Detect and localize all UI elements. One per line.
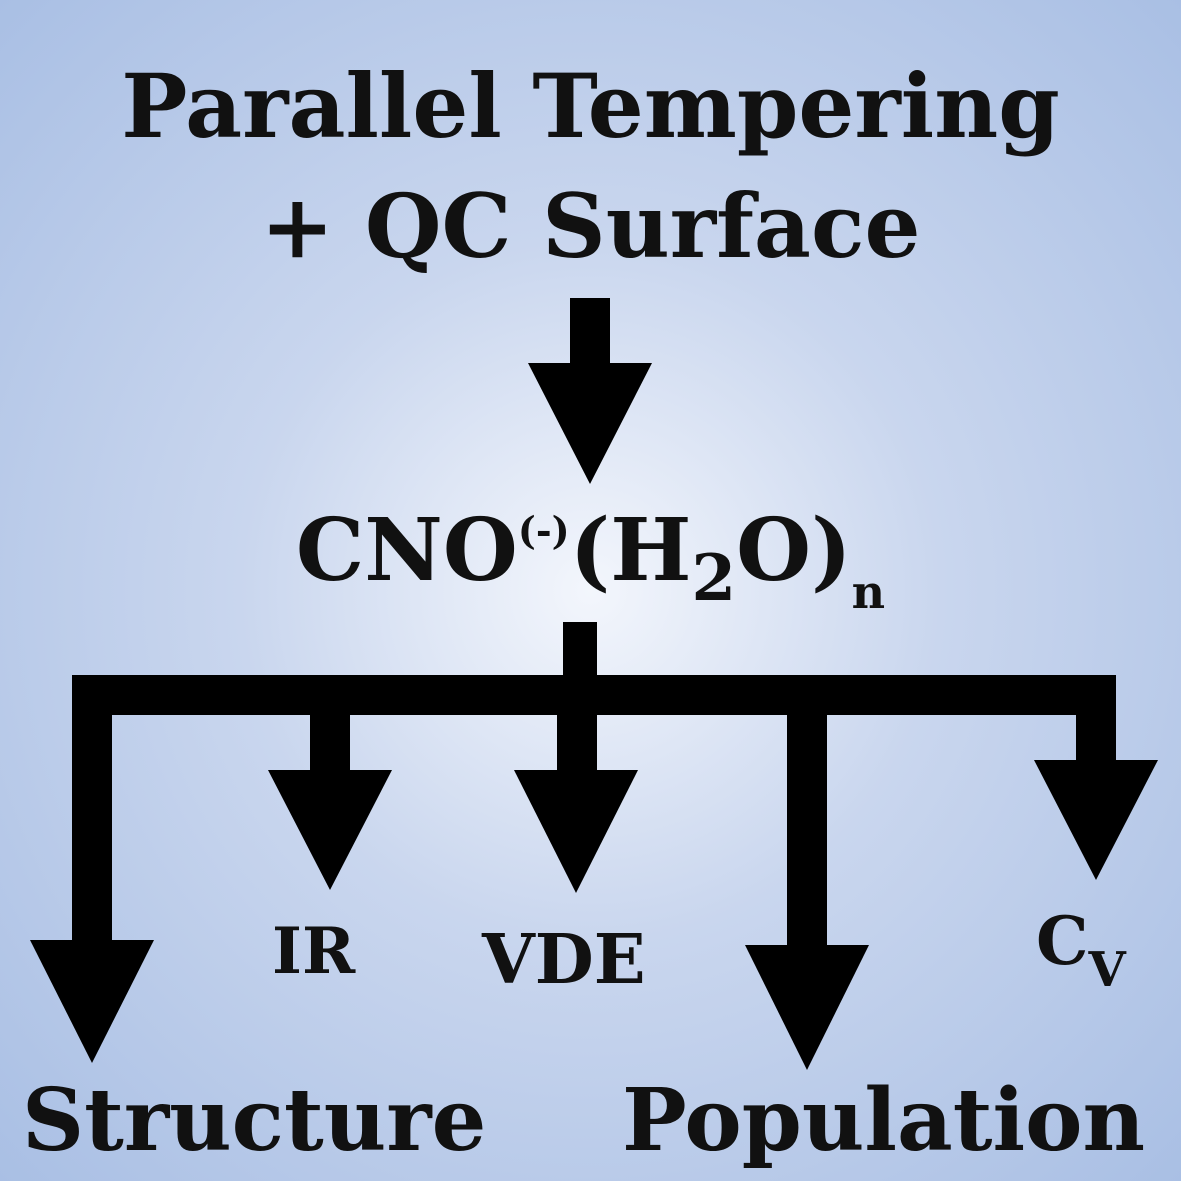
label-ir: IR	[272, 914, 356, 989]
ir-arrow	[268, 710, 392, 890]
vde-arrow	[514, 710, 638, 893]
label-vde: VDE	[482, 920, 646, 1000]
cv-arrow	[1034, 675, 1158, 880]
formula-subscript-n: n	[851, 565, 886, 619]
label-structure: Structure	[22, 1070, 487, 1171]
label-cv-base: C	[1036, 902, 1089, 980]
population-arrow	[745, 710, 869, 1070]
formula-open: (H	[569, 500, 692, 601]
label-population: Population	[622, 1070, 1146, 1171]
formula-base: CNO	[295, 500, 518, 601]
formula-charge: (-)	[517, 507, 570, 553]
title-line-1: Parallel Tempering	[121, 54, 1060, 158]
branch-bus	[72, 675, 1116, 715]
title-line-2: + QC Surface	[260, 174, 921, 278]
formula-close: O)	[736, 500, 852, 601]
label-cv: CV	[1036, 908, 1126, 994]
top-down-arrow	[528, 298, 652, 484]
molecule-formula: CNO(-)(H2O)n	[0, 507, 1181, 616]
label-cv-subscript: V	[1088, 942, 1126, 998]
formula-stem	[563, 622, 597, 680]
structure-arrow	[30, 675, 154, 1063]
formula-subscript-2: 2	[691, 541, 737, 616]
